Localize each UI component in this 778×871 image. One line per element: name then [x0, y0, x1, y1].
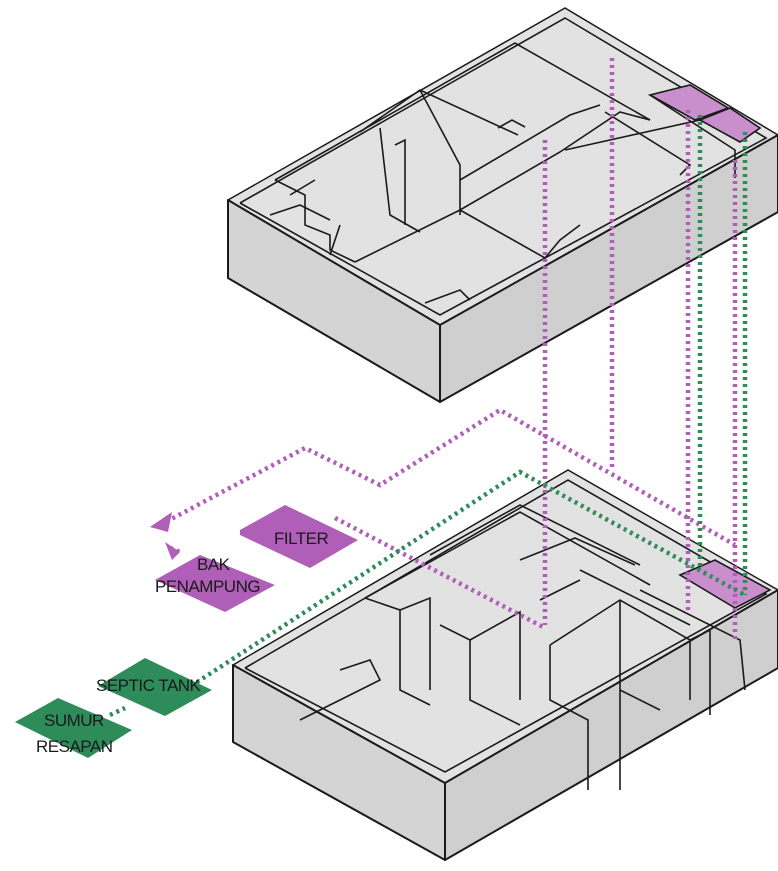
- sumur-label-line2: RESAPAN: [36, 737, 113, 756]
- filter-label: FILTER: [274, 529, 329, 548]
- sumur-label-line1: SUMUR: [44, 711, 104, 730]
- septic-tank-label-group: SEPTIC TANK: [96, 658, 212, 716]
- arrow-to-tank: [150, 512, 172, 532]
- sumur-resapan-label-group: SUMUR RESAPAN: [15, 698, 132, 758]
- upper-floor: [228, 8, 778, 402]
- bak-penampung-label-group: BAK PENAMPUNG: [155, 555, 275, 612]
- filter-label-group: FILTER: [240, 505, 358, 568]
- bak-label-line2: PENAMPUNG: [155, 577, 260, 596]
- bak-label-line1: BAK: [197, 555, 231, 574]
- arrow-to-bak: [165, 542, 180, 560]
- septic-tank-label: SEPTIC TANK: [96, 676, 202, 695]
